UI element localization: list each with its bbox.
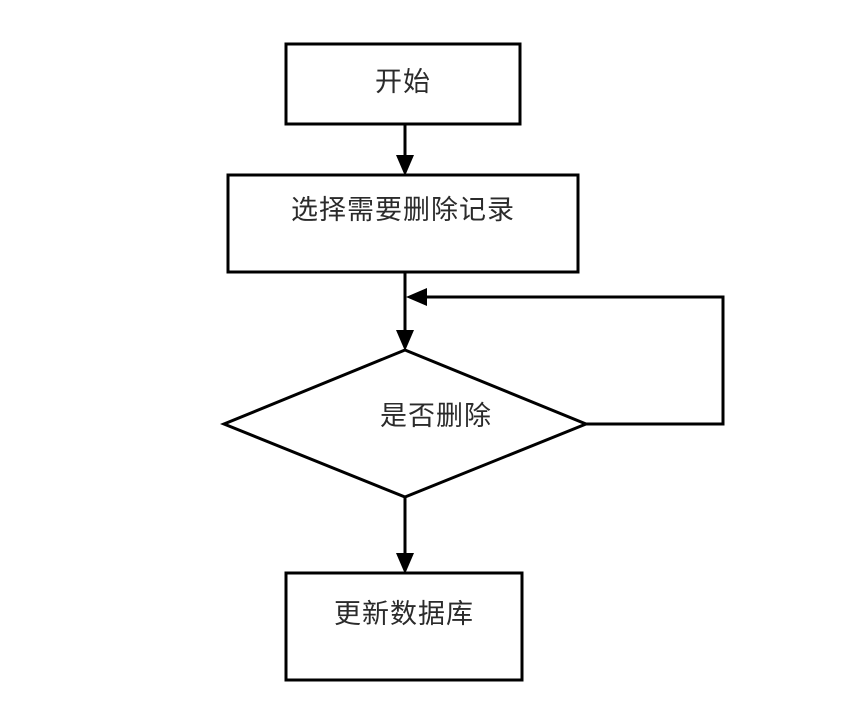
node-update-database-shape[interactable] <box>284 571 524 682</box>
node-start-label: 开始 <box>375 67 431 98</box>
node-confirm-delete-label: 是否删除 <box>380 401 492 432</box>
edge-start-to-select <box>396 124 414 176</box>
edge-decision-to-update <box>396 497 414 574</box>
node-update-database-label: 更新数据库 <box>334 599 474 630</box>
edge-decision-loop-back <box>406 288 725 426</box>
node-select-records-shape[interactable] <box>226 173 580 274</box>
node-select-records-label: 选择需要删除记录 <box>291 195 515 226</box>
edge-select-to-decision <box>396 272 414 351</box>
node-start-shape[interactable] <box>284 42 522 126</box>
